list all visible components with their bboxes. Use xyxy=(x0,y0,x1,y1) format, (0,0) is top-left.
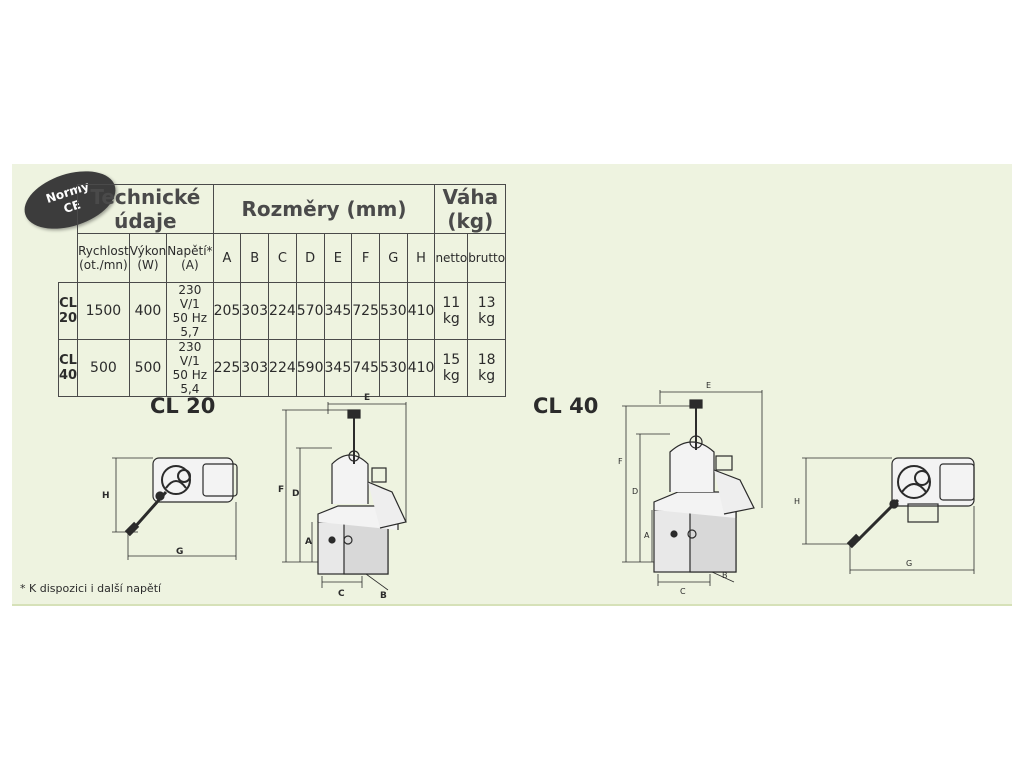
speed-header: Rychlost (ot./mn) xyxy=(77,233,130,283)
cl40-top-view-drawing: H G xyxy=(794,457,975,574)
dim-label-c: C xyxy=(338,589,345,599)
dim-label-f: F xyxy=(618,457,623,466)
power-header-line1: Výkon xyxy=(129,244,167,258)
netto-cell: 11 kg xyxy=(434,282,469,340)
voltage-line1: 230 V/1 xyxy=(178,340,202,368)
power-header-line2: (W) xyxy=(137,258,159,272)
dim-label-g: G xyxy=(176,547,183,557)
dim-label-h: H xyxy=(794,497,800,506)
brutto-header: brutto xyxy=(467,233,507,283)
power-cell: 400 xyxy=(128,282,168,340)
tech-header: Technické údaje xyxy=(77,184,214,234)
speed-header-line2: (ot./mn) xyxy=(79,258,128,272)
dim-d-cell: 590 xyxy=(295,339,325,397)
dim-label-d: D xyxy=(632,487,638,496)
dim-e-header: E xyxy=(323,233,353,283)
dim-a-cell: 205 xyxy=(212,282,242,340)
dim-label-h: H xyxy=(102,491,110,501)
cl40-title: CL 40 xyxy=(533,394,599,418)
dim-g-cell: 530 xyxy=(378,339,408,397)
dims-header: Rozměry (mm) xyxy=(212,184,436,234)
dim-label-e: E xyxy=(706,381,711,390)
speed-cell: 500 xyxy=(77,339,130,397)
voltage-cell: 230 V/1 50 Hz 5,7 xyxy=(166,282,214,340)
dim-label-a: A xyxy=(644,531,650,540)
voltage-header: Napětí* (A) xyxy=(166,233,214,283)
footnote: * K dispozici i další napětí xyxy=(20,582,162,595)
dim-e-cell: 345 xyxy=(323,282,353,340)
dim-h-cell: 410 xyxy=(406,339,436,397)
dim-label-f: F xyxy=(278,485,284,495)
dim-c-cell: 224 xyxy=(268,282,297,340)
voltage-header-line1: Napětí* xyxy=(167,244,213,258)
dim-label-c: C xyxy=(680,587,686,596)
dim-a-header: A xyxy=(212,233,242,283)
dim-d-header: D xyxy=(295,233,325,283)
dim-f-cell: 745 xyxy=(351,339,380,397)
speed-header-line1: Rychlost xyxy=(78,244,129,258)
dim-c-cell: 224 xyxy=(268,339,297,397)
dim-c-header: C xyxy=(268,233,297,283)
dim-g-header: G xyxy=(378,233,408,283)
dim-h-cell: 410 xyxy=(406,282,436,340)
corner-cell-2 xyxy=(59,234,78,283)
brutto-cell: 18 kg xyxy=(467,339,507,397)
speed-cell: 1500 xyxy=(77,282,130,340)
dim-b-cell: 303 xyxy=(240,282,270,340)
spec-table: Technické údaje Rozměry (mm) Váha (kg) R… xyxy=(57,184,507,397)
table-row: CL 20 1500 400 230 V/1 50 Hz 5,7 205 303… xyxy=(57,282,507,340)
dim-label-g: G xyxy=(906,559,912,568)
dim-g-cell: 530 xyxy=(378,282,408,340)
dim-d-cell: 570 xyxy=(295,282,325,340)
dim-b-cell: 303 xyxy=(240,339,270,397)
dim-label-a: A xyxy=(305,537,312,547)
table-row: CL 40 500 500 230 V/1 50 Hz 5,4 225 303 … xyxy=(57,339,507,397)
group-header-row: Technické údaje Rozměry (mm) Váha (kg) xyxy=(59,184,507,234)
voltage-line1: 230 V/1 xyxy=(178,283,202,311)
cl20-side-view-drawing: F D A E C B xyxy=(278,393,407,600)
dim-b-header: B xyxy=(240,233,270,283)
voltage-line2: 50 Hz 5,4 xyxy=(172,368,208,396)
cl20-top-view-drawing: H G xyxy=(102,457,238,560)
netto-header: netto xyxy=(434,233,469,283)
cl40-side-view-drawing: F D A E C B xyxy=(618,381,763,596)
cl20-title: CL 20 xyxy=(150,394,216,418)
dim-label-d: D xyxy=(292,489,299,499)
dim-label-b: B xyxy=(722,571,728,580)
weight-header: Váha (kg) xyxy=(434,184,507,234)
sub-header-row: Rychlost (ot./mn) Výkon (W) Napětí* (A) … xyxy=(59,233,507,283)
dim-label-b: B xyxy=(380,591,387,600)
power-header: Výkon (W) xyxy=(128,233,168,283)
dim-e-cell: 345 xyxy=(323,339,353,397)
voltage-line2: 50 Hz 5,7 xyxy=(172,311,208,339)
dim-a-cell: 225 xyxy=(212,339,242,397)
netto-cell: 15 kg xyxy=(434,339,469,397)
dim-label-e: E xyxy=(364,393,370,403)
dim-h-header: H xyxy=(406,233,436,283)
dim-f-header: F xyxy=(351,233,380,283)
corner-cell xyxy=(59,185,78,234)
brutto-cell: 13 kg xyxy=(467,282,507,340)
voltage-cell: 230 V/1 50 Hz 5,4 xyxy=(166,339,214,397)
power-cell: 500 xyxy=(128,339,168,397)
dim-f-cell: 725 xyxy=(351,282,380,340)
model-cell: CL 20 xyxy=(57,282,79,340)
voltage-header-line2: (A) xyxy=(181,258,199,272)
model-cell: CL 40 xyxy=(57,339,79,397)
